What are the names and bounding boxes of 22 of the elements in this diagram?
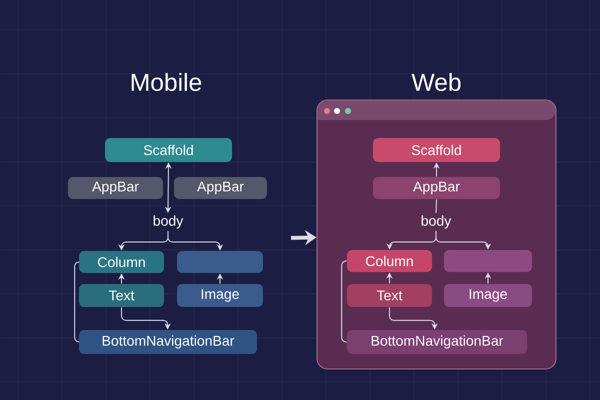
empty-box — [444, 250, 532, 272]
widget-box: Scaffold — [373, 138, 500, 162]
widget-box: Scaffold — [105, 138, 232, 162]
widget-box: Text — [79, 284, 164, 307]
widget-box: AppBar — [68, 177, 163, 199]
text-label: body — [422, 215, 452, 229]
connector-line — [341, 260, 348, 342]
connector-line — [436, 198, 437, 214]
widget-box: Column — [347, 250, 432, 272]
widget-box: AppBar — [373, 177, 500, 199]
heading: Web — [412, 72, 461, 92]
widget-box: Text — [347, 284, 432, 307]
widget-box: Column — [79, 251, 164, 273]
heading: Mobile — [132, 72, 202, 92]
widget-box: Image — [444, 284, 532, 307]
widget-box: AppBar — [174, 177, 267, 199]
connector-line — [74, 262, 80, 342]
text-label: body — [154, 215, 184, 229]
widget-box: Image — [177, 284, 263, 307]
widget-box: BottomNavigationBar — [347, 330, 527, 354]
empty-box — [177, 251, 263, 273]
widget-box: BottomNavigationBar — [79, 330, 257, 354]
